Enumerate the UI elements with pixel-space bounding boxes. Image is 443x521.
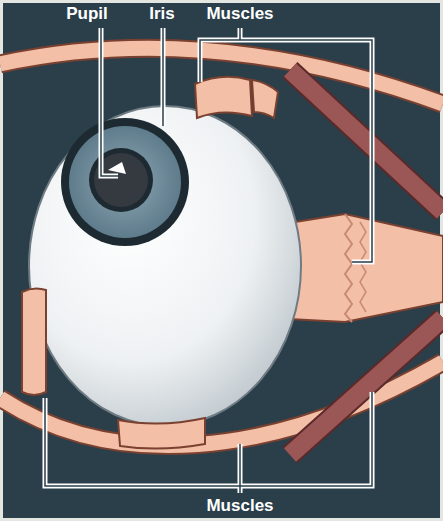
leader-line: [162, 28, 164, 126]
tendon-mark: [345, 214, 352, 322]
oblique-muscle: [290, 318, 443, 455]
inferior-muscle: [118, 418, 205, 449]
bracket: [45, 392, 372, 493]
part-label: Muscles: [206, 4, 273, 24]
leader-line: [101, 28, 118, 176]
bracket: [45, 392, 372, 493]
eyeball: [29, 106, 301, 426]
muscle-band-outline: [290, 70, 443, 212]
oblique-muscle: [290, 70, 443, 212]
leader-line: [101, 28, 118, 176]
bracket: [200, 28, 372, 262]
superior-muscle: [195, 77, 252, 118]
part-label: Muscles: [206, 496, 273, 516]
iris-ring: [61, 118, 189, 246]
iris: [69, 126, 181, 238]
bracket: [200, 28, 372, 262]
part-label: Pupil: [66, 4, 108, 24]
leader-lines: [45, 28, 372, 493]
superior-muscle: [252, 80, 278, 118]
part-label: Iris: [149, 4, 175, 24]
tendon-mark: [360, 222, 366, 312]
muscle-band-outline: [290, 318, 443, 455]
medial-muscle: [22, 288, 46, 395]
leader-line: [161, 28, 166, 126]
highlight: [108, 162, 126, 174]
